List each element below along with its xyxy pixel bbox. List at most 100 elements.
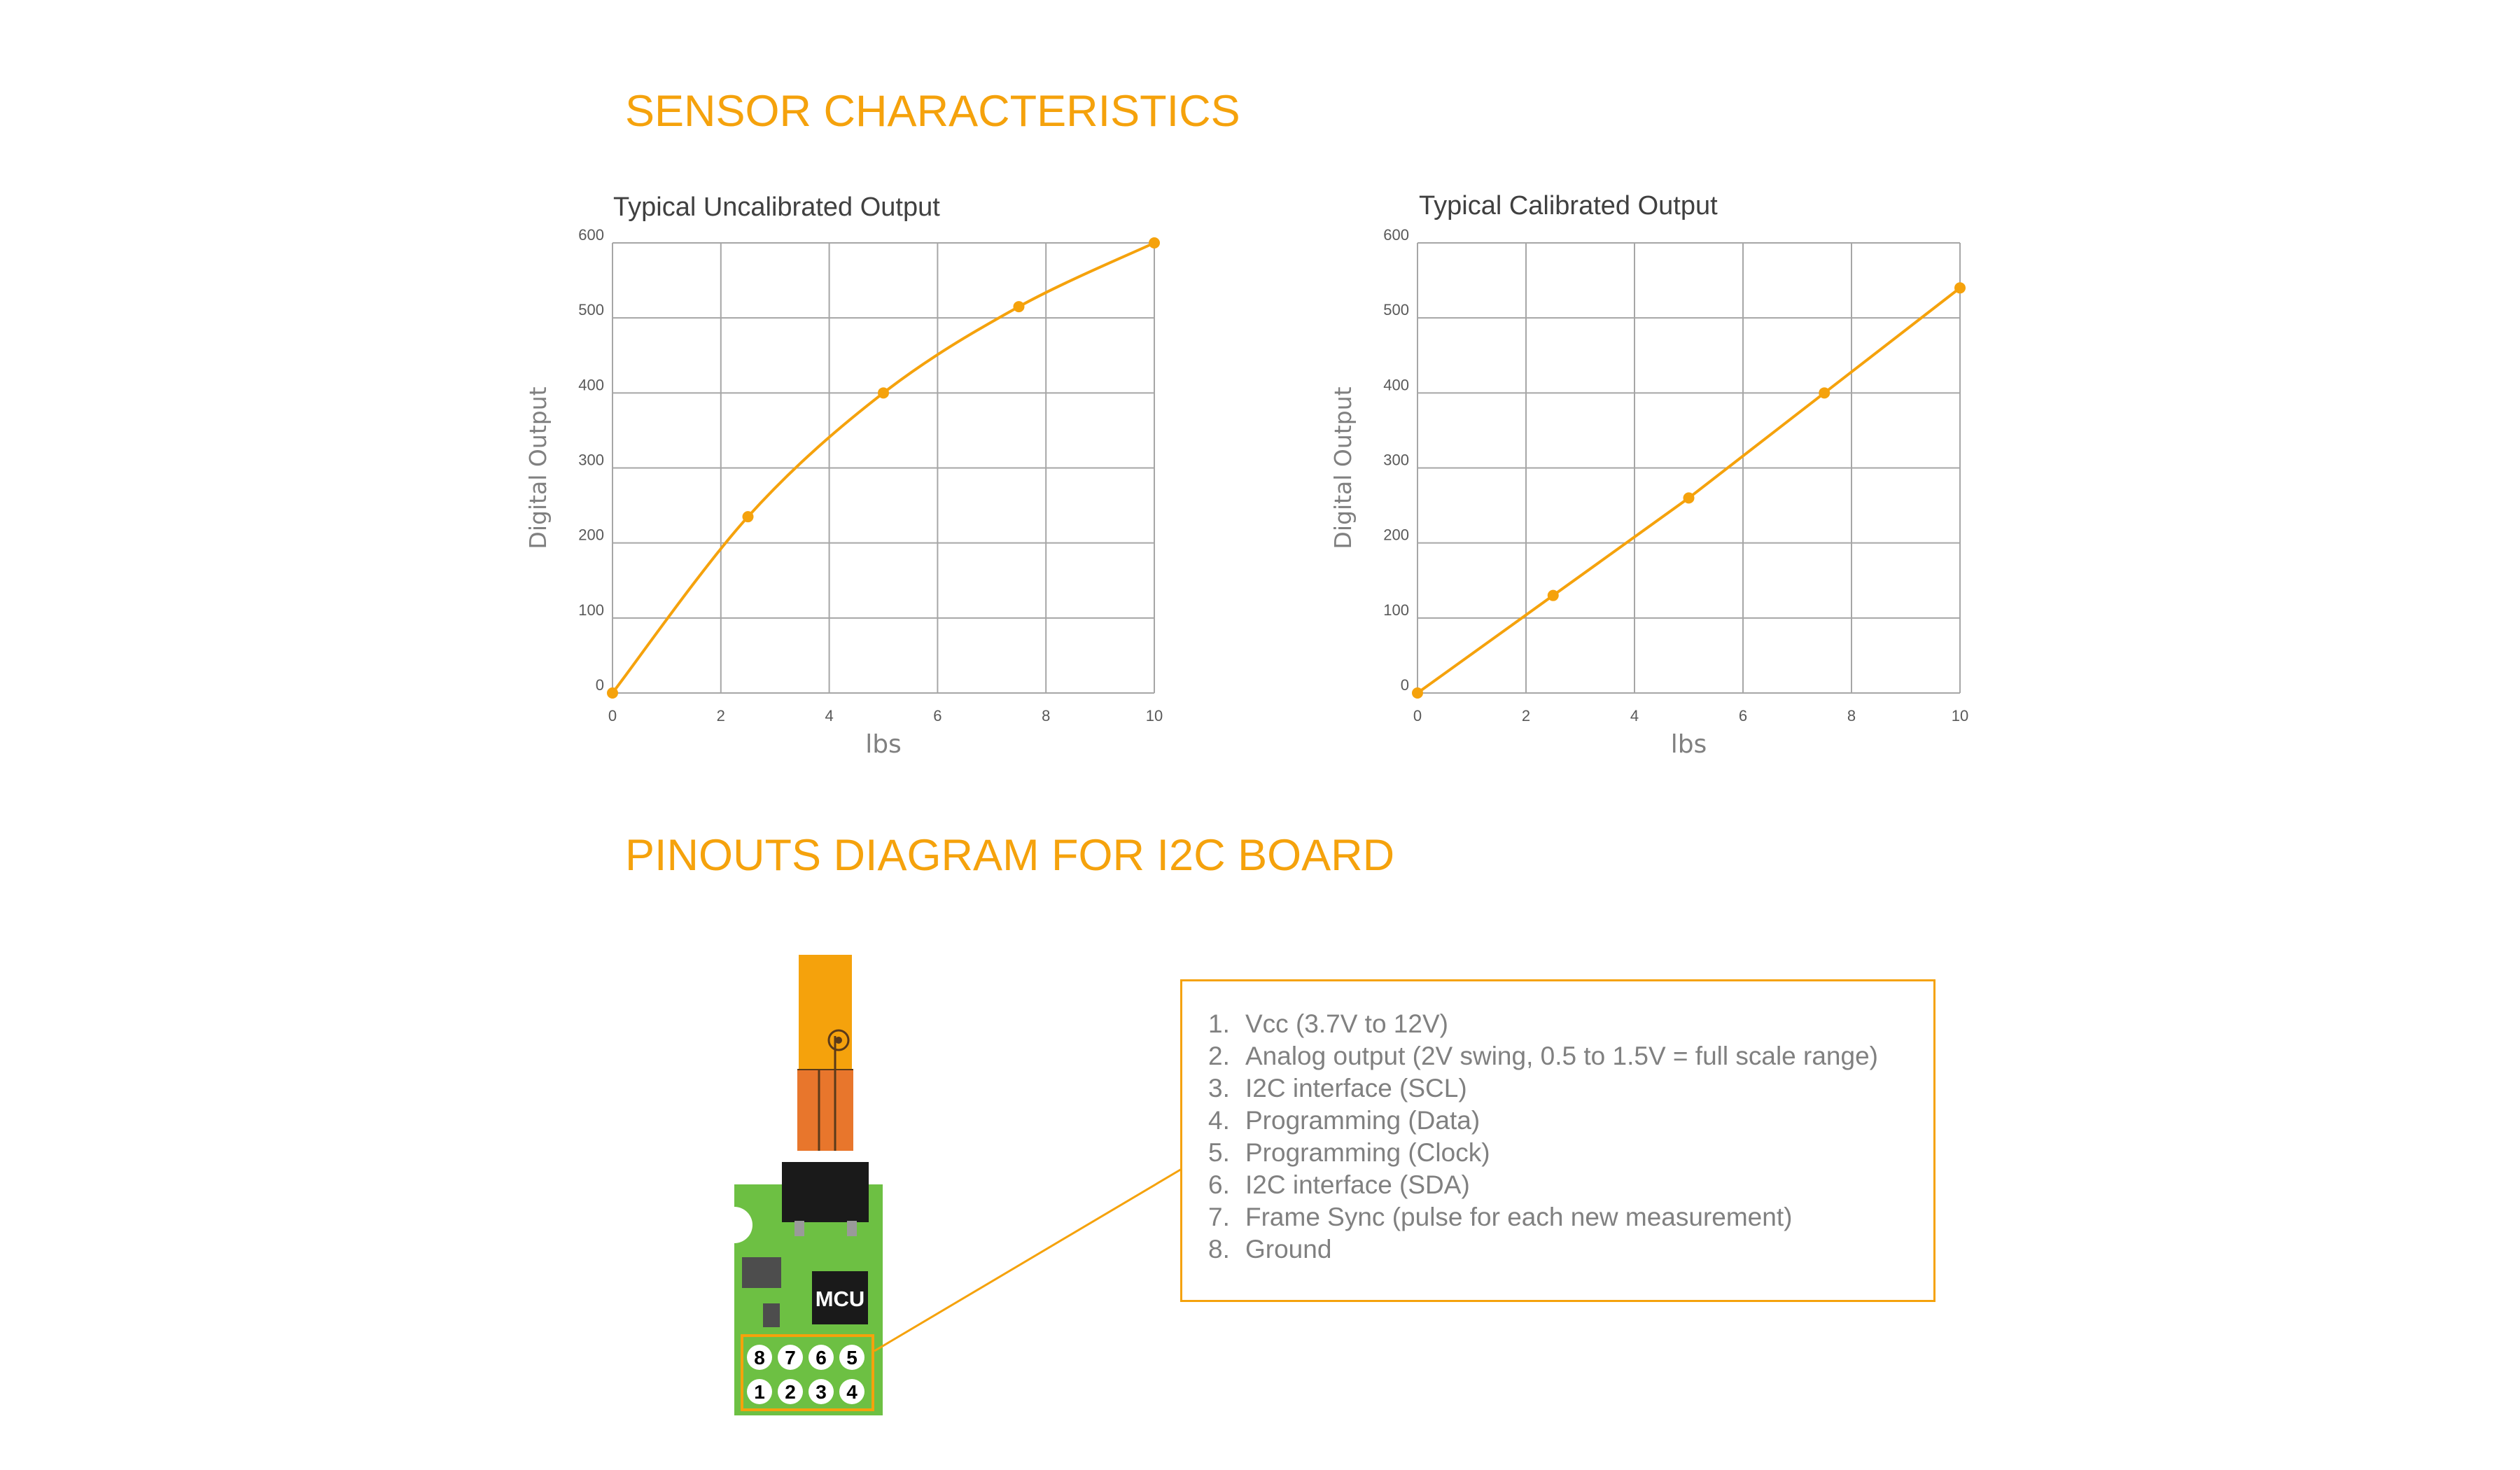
y-tick-label: 200: [578, 526, 604, 544]
pinout-item-number: 2.: [1208, 1042, 1230, 1070]
x-tick-label: 6: [933, 707, 941, 724]
pinout-item-text: Frame Sync (pulse for each new measureme…: [1245, 1203, 1793, 1231]
pinout-item-text: I2C interface (SDA): [1245, 1170, 1470, 1199]
force-sensor: [797, 955, 853, 1151]
header-pin: [747, 1379, 772, 1404]
header-pin: [778, 1345, 803, 1370]
pinout-item-number: 7.: [1208, 1203, 1230, 1231]
sensor-tip-taper: [799, 1029, 852, 1071]
connector-body: [782, 1162, 869, 1222]
pinout-item-text: Programming (Data): [1245, 1106, 1480, 1135]
pinout-item-number: 4.: [1208, 1106, 1230, 1135]
pinout-item: 5. Programming (Clock): [1208, 1137, 1878, 1169]
y-tick-label: 100: [1383, 601, 1409, 619]
y-tick-label: 600: [1383, 226, 1409, 244]
x-tick-label: 4: [825, 707, 833, 724]
x-axis-label: lbs: [1671, 730, 1707, 759]
x-tick-label: 4: [1630, 707, 1639, 724]
x-tick-label: 2: [717, 707, 725, 724]
x-tick-label: 8: [1042, 707, 1050, 724]
pinout-item: 7. Frame Sync (pulse for each new measure…: [1208, 1201, 1878, 1233]
x-tick-label: 10: [1952, 707, 1968, 724]
data-point: [1149, 237, 1160, 248]
pinout-item-text: Analog output (2V swing, 0.5 to 1.5V = f…: [1245, 1042, 1878, 1070]
connector-pin-right: [847, 1221, 857, 1236]
pinout-item: 1.Vcc (3.7V to 12V): [1208, 1008, 1878, 1040]
y-tick-label: 0: [1401, 676, 1409, 694]
header-pin-label: 1: [754, 1381, 765, 1403]
data-point: [607, 687, 618, 699]
connector-pin-left: [794, 1221, 804, 1236]
mcu-chip: [812, 1271, 868, 1324]
y-tick-label: 300: [1383, 451, 1409, 469]
x-tick-label: 0: [1413, 707, 1422, 724]
data-point: [1819, 387, 1830, 399]
header-pin-label: 4: [846, 1381, 858, 1403]
data-point: [1683, 492, 1695, 504]
data-point: [1954, 282, 1966, 294]
y-tick-label: 400: [1383, 376, 1409, 393]
pinout-item-text: I2C interface (SCL): [1245, 1074, 1467, 1102]
pinout-item: 2. Analog output (2V swing, 0.5 to 1.5V =…: [1208, 1040, 1878, 1072]
header-pin: [808, 1345, 834, 1370]
component-2: [763, 1303, 780, 1327]
pinout-item-number: 6.: [1208, 1170, 1230, 1199]
y-axis-label: Digital Output: [1329, 386, 1357, 549]
header-pin-label: 3: [816, 1381, 827, 1403]
header-pin: [808, 1379, 834, 1404]
y-tick-label: 300: [578, 451, 604, 469]
y-axis-label: Digital Output: [524, 386, 552, 549]
y-tick-label: 500: [578, 301, 604, 318]
header-pin: [839, 1379, 864, 1404]
pinout-item: 8. Ground: [1208, 1233, 1878, 1266]
data-point: [1412, 687, 1423, 699]
pinout-item-number: 1.: [1208, 1009, 1230, 1038]
pinout-item: 3. I2C interface (SCL): [1208, 1072, 1878, 1105]
header-pin-label: 6: [816, 1347, 827, 1368]
pinout-item-text: Programming (Clock): [1245, 1138, 1490, 1167]
header-highlight: [741, 1334, 874, 1411]
sensor-active-area: [827, 1029, 850, 1051]
header-pin: [747, 1345, 772, 1370]
y-tick-label: 600: [578, 226, 604, 244]
data-point: [742, 511, 754, 523]
data-point: [1547, 589, 1559, 601]
y-tick-label: 100: [578, 601, 604, 619]
series-line: [611, 241, 1155, 694]
sensor-active-dot: [835, 1037, 842, 1044]
x-tick-label: 8: [1847, 707, 1856, 724]
header-pin: [778, 1379, 803, 1404]
x-tick-label: 2: [1522, 707, 1530, 724]
x-axis-label: lbs: [865, 730, 902, 759]
chart-title: Typical Uncalibrated Output: [613, 192, 940, 222]
section-title-pinouts: PINOUTS DIAGRAM FOR I2C BOARD: [625, 831, 1395, 880]
callout-line: [874, 1168, 1182, 1352]
data-point: [1013, 301, 1025, 313]
chart-title: Typical Calibrated Output: [1419, 191, 1718, 220]
x-tick-label: 10: [1146, 707, 1163, 724]
pinout-item-number: 8.: [1208, 1235, 1230, 1264]
pinout-item-number: 3.: [1208, 1074, 1230, 1102]
pinout-item: 6. I2C interface (SDA): [1208, 1169, 1878, 1201]
y-tick-label: 500: [1383, 301, 1409, 318]
y-tick-label: 200: [1383, 526, 1409, 544]
header-pin-label: 5: [846, 1347, 858, 1368]
pinout-item: 4. Programming (Data): [1208, 1105, 1878, 1137]
pinout-list: 1.Vcc (3.7V to 12V)2. Analog output (2V s…: [1208, 1008, 1878, 1266]
pinout-item-text: Ground: [1245, 1235, 1332, 1264]
mcu-label: MCU: [816, 1287, 865, 1311]
x-tick-label: 0: [608, 707, 617, 724]
y-tick-label: 400: [578, 376, 604, 393]
pinout-item-number: 5.: [1208, 1138, 1230, 1167]
header-pin-label: 8: [754, 1347, 765, 1368]
header-pin-label: 7: [785, 1347, 796, 1368]
component-1: [742, 1257, 781, 1288]
x-tick-label: 6: [1739, 707, 1747, 724]
y-tick-label: 0: [596, 676, 604, 694]
section-title-characteristics: SENSOR CHARACTERISTICS: [625, 87, 1240, 136]
